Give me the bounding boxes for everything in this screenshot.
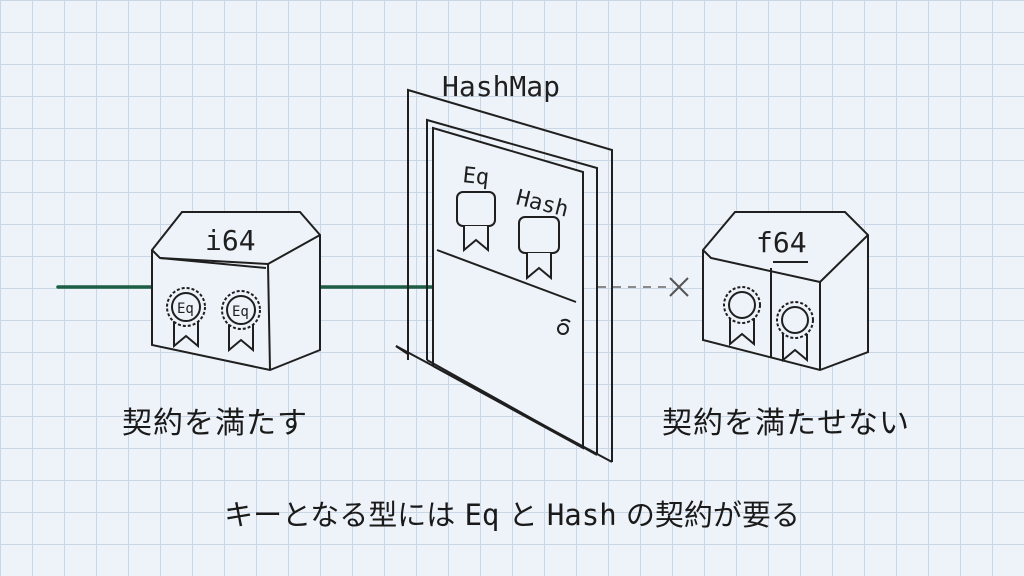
i64-label: i64: [205, 224, 256, 257]
footer-caption: キーとなる型には Eq と Hash の契約が要る: [0, 492, 1024, 534]
i64-badge-1-label: Eq: [177, 301, 194, 317]
f64-caption: 契約を満たせない: [662, 406, 910, 441]
footer-code-hash: Hash: [546, 498, 617, 532]
f64-blank-badge-1: [723, 286, 761, 347]
i64-badge-2-label: Eq: [232, 304, 249, 320]
f64-label: f64: [756, 226, 807, 259]
footer-code-eq: Eq: [464, 498, 500, 532]
cross-icon: [669, 277, 689, 297]
footer-text-2: と: [499, 498, 547, 532]
i64-caption: 契約を満たす: [122, 406, 308, 441]
footer-text-1: キーとなる型には: [224, 498, 465, 532]
i64-eq-badge-2: [221, 290, 261, 353]
f64-blank-badge-2: [776, 301, 814, 363]
hashmap-door: [395, 88, 613, 463]
footer-text-3: の契約が要る: [616, 498, 800, 532]
i64-eq-badge-1: [166, 287, 206, 349]
door-eq-badge: [456, 191, 496, 253]
door-hash-badge: [518, 216, 560, 281]
hashmap-label: HashMap: [442, 70, 560, 103]
door-eq-label: Eq: [461, 163, 490, 191]
